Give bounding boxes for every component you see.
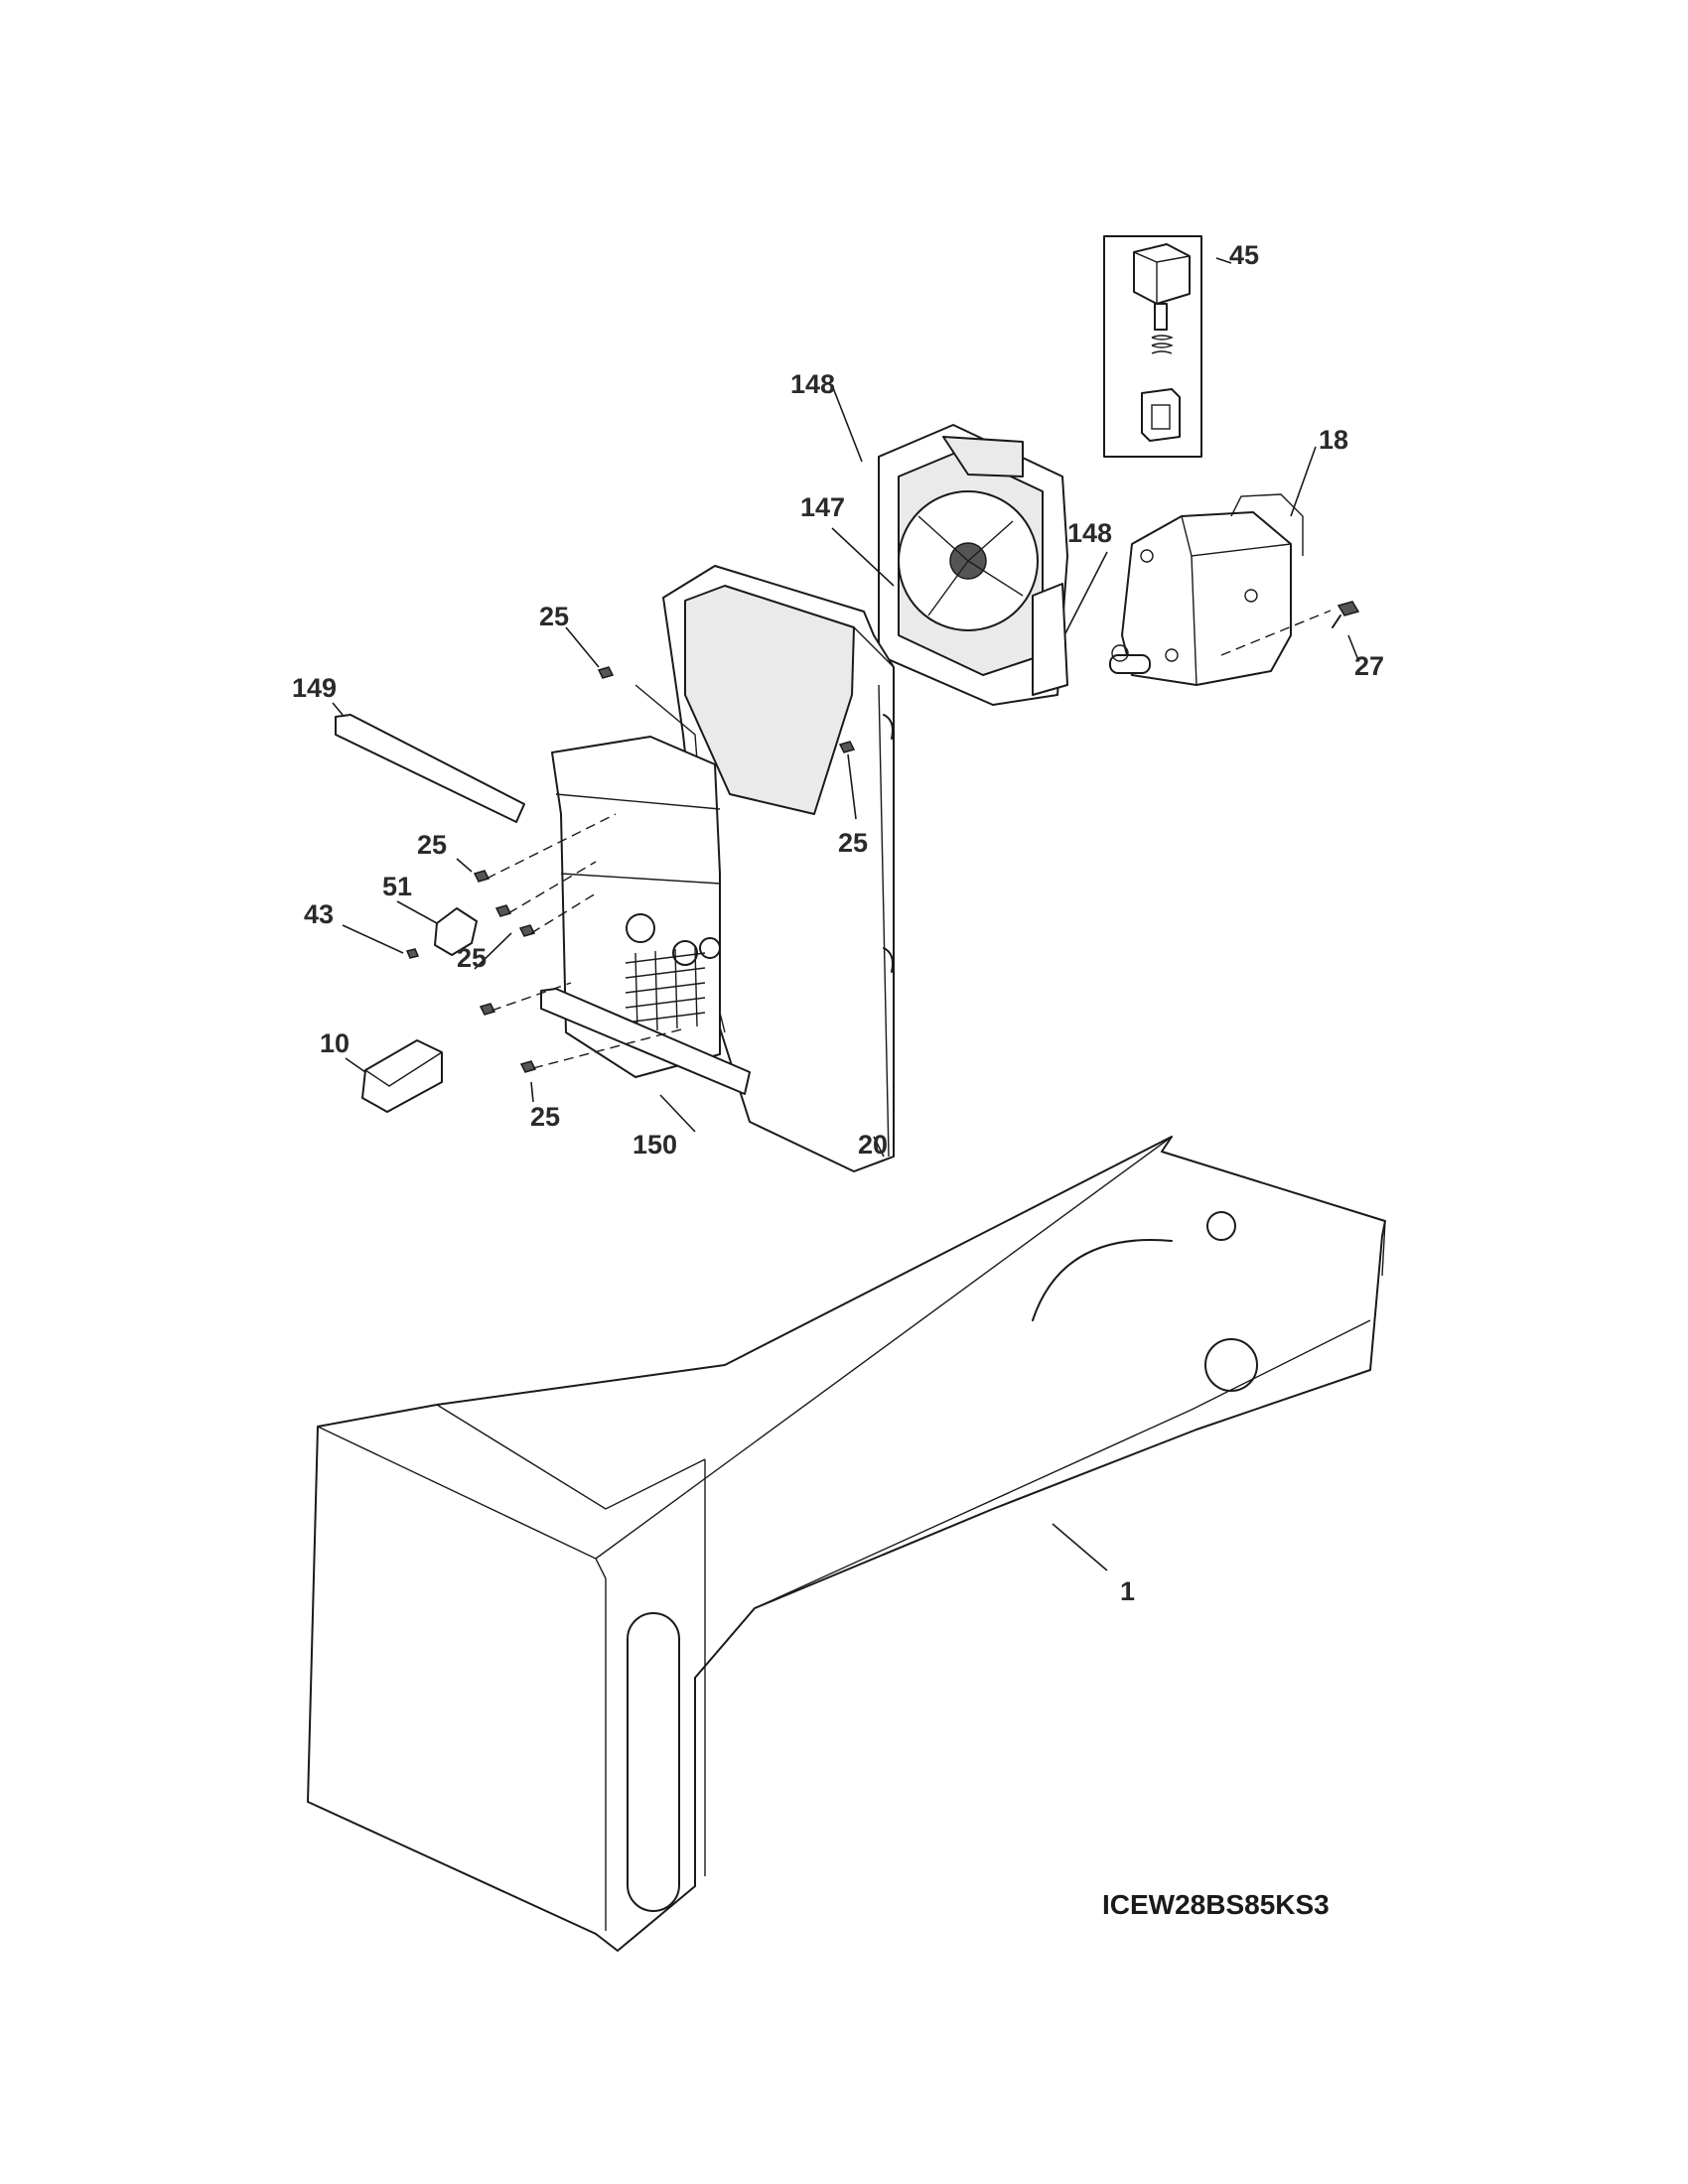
paddle-part-10 <box>361 1039 443 1113</box>
switch-bracket-part-51 <box>434 907 478 956</box>
callout-148: 148 <box>790 369 835 399</box>
callout-147: 147 <box>800 492 845 522</box>
callout-10: 10 <box>320 1028 350 1058</box>
callout-51: 51 <box>382 872 412 901</box>
callout-27: 27 <box>1354 651 1384 681</box>
callout-20: 20 <box>858 1130 888 1160</box>
leader-lines <box>332 257 1359 1571</box>
callout-148: 148 <box>1067 518 1112 548</box>
callout-25: 25 <box>417 830 447 860</box>
callout-43: 43 <box>304 899 334 929</box>
model-code: ICEW28BS85KS3 <box>1102 1889 1330 1920</box>
callout-25: 25 <box>539 602 569 631</box>
callout-25: 25 <box>457 943 487 973</box>
fan-part-147 <box>1032 583 1068 696</box>
assembly-lines <box>486 610 1332 1069</box>
auger-motor-part-18 <box>1109 493 1304 686</box>
callout-149: 149 <box>292 673 337 703</box>
dispenser-frame <box>551 736 721 1078</box>
callout-18: 18 <box>1319 425 1348 455</box>
callout-150: 150 <box>633 1130 677 1160</box>
callout-25: 25 <box>838 828 868 858</box>
screw-part-27 <box>1332 601 1360 628</box>
ice-bin-part-1 <box>307 1136 1386 1952</box>
solenoid-kit-part-45 <box>1103 235 1202 458</box>
callout-1: 1 <box>1120 1576 1135 1606</box>
callout-25: 25 <box>530 1102 560 1132</box>
callout-labels: 45 148 18 147 148 25 149 27 25 25 51 43 … <box>292 240 1384 1606</box>
vent-grid <box>625 946 706 1033</box>
screws-part-25 <box>405 666 856 1073</box>
callout-45: 45 <box>1229 240 1259 270</box>
foam-strip-part-149 <box>335 714 525 823</box>
fan-housing-part-148 <box>878 424 1068 706</box>
